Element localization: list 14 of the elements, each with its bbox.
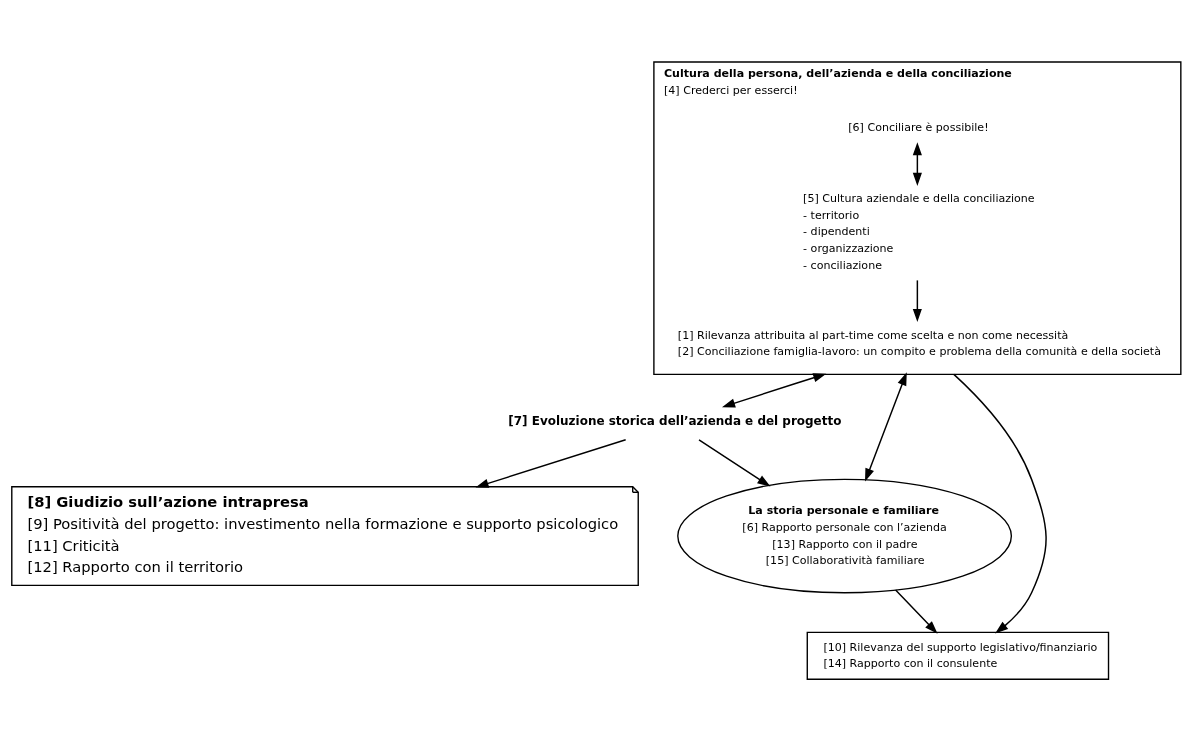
arrow — [953, 373, 1047, 634]
node-text: [7] Evoluzione storica dell’azienda e del progetto — [508, 413, 842, 428]
node-text: [5] Cultura aziendale e della conciliazione - territorio - dipendenti - organizzazione - conciliazione — [803, 191, 1035, 271]
arrow — [865, 371, 907, 482]
arrow — [475, 438, 627, 488]
arrow — [698, 438, 771, 487]
node-text: [1] Rilevanza attribuita al part-time come scelta e non come necessità [2] Conciliazione famiglia-lavoro: un compito e problema della comunità e della società — [677, 328, 1161, 358]
node-ellipse: La storia personale e familiare [6] Rapporto personale con l’azienda [13] Rapporto con il padre [15] Collaboratività familiare — [677, 478, 1013, 593]
node-text: [6] Conciliare è possibile! — [848, 120, 989, 134]
arrow — [894, 588, 938, 634]
arrow — [722, 372, 827, 408]
node-box: [10] Rilevanza del supporto legislativo/finanziario [14] Rapporto con il consulente — [806, 631, 1110, 680]
arrow — [912, 279, 922, 322]
arrow — [912, 141, 922, 186]
